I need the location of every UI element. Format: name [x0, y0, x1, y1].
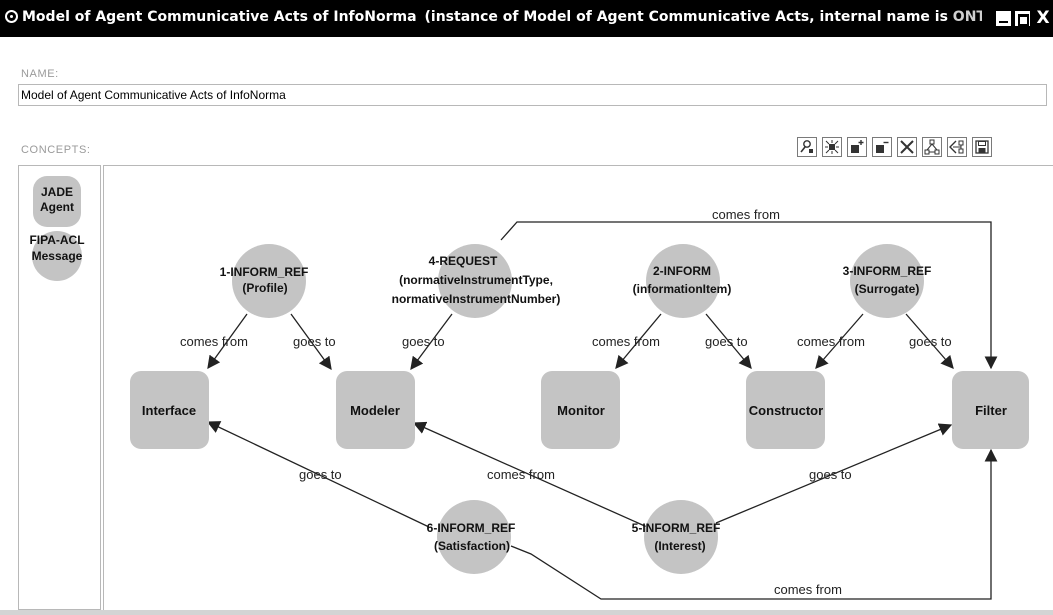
message-6-label-2: (Satisfaction) — [434, 539, 510, 553]
save-icon — [975, 140, 989, 154]
message-1-label-1: 1-INFORM_REF — [220, 265, 309, 279]
save-button[interactable] — [972, 137, 992, 157]
connector-icon — [949, 140, 964, 154]
edge-msg2-to-monitor — [615, 313, 662, 369]
message-1-node[interactable] — [232, 244, 306, 318]
maximize-button[interactable] — [1015, 11, 1030, 26]
edge-label-msg4-comes-from: comes from — [712, 207, 780, 222]
edge-msg3-to-constructor — [815, 313, 864, 369]
name-field[interactable] — [18, 84, 1047, 106]
edge-label-msg1-goes-to: goes to — [293, 334, 336, 349]
message-3-label-2: (Surrogate) — [855, 282, 920, 296]
edge-label-msg4-goes-to: goes to — [402, 334, 445, 349]
graph-layout-icon — [924, 139, 940, 155]
edge-msg1-to-modeler — [290, 313, 332, 371]
concept-fipa-acl-label-2: Message — [32, 249, 83, 263]
agent-constructor-label: Constructor — [749, 403, 823, 418]
edge-msg5-to-filter — [715, 423, 953, 524]
message-4-node[interactable] — [438, 244, 512, 318]
edge-msg4-to-modeler — [410, 313, 453, 371]
window-title-subtitle-tail: ONTORMAS... — [952, 9, 982, 25]
search-node-button[interactable] — [797, 137, 817, 157]
delete-icon — [900, 140, 914, 154]
concept-jade-agent-label-1: JADE — [41, 185, 73, 199]
agent-monitor-node[interactable] — [541, 371, 620, 449]
edge-label-msg2-comes-from: comes from — [592, 334, 660, 349]
diagram-svg: Interface Modeler Monitor Constructor Fi… — [130, 207, 1029, 600]
edge-label-msg3-goes-to: goes to — [909, 334, 952, 349]
concepts-label: CONCEPTS: — [21, 144, 91, 156]
edge-label-msg1-comes-from: comes from — [180, 334, 248, 349]
concept-fipa-acl-shape[interactable] — [32, 231, 82, 281]
edge-msg3-to-filter — [905, 313, 954, 369]
edge-label-msg5-goes-to: goes to — [809, 467, 852, 482]
message-6-node[interactable] — [437, 500, 511, 574]
message-3-label-1: 3-INFORM_REF — [843, 264, 932, 278]
edge-msg2-to-constructor — [705, 313, 752, 369]
graph-layout-button[interactable] — [922, 137, 942, 157]
agent-monitor-label: Monitor — [557, 403, 605, 418]
layout-button[interactable] — [822, 137, 842, 157]
window-menu-icon[interactable] — [5, 10, 18, 23]
message-4-label-1: 4-REQUEST — [429, 254, 498, 268]
message-1-label-2: (Profile) — [242, 281, 287, 295]
layout-icon — [825, 140, 839, 154]
connector-button[interactable] — [947, 137, 967, 157]
diagram-canvas[interactable]: Interface Modeler Monitor Constructor Fi… — [103, 165, 1053, 610]
message-4-label-2: (normativeInstrumentType, — [399, 273, 553, 287]
message-2-label-1: 2-INFORM — [653, 264, 711, 278]
title-bar: Model of Agent Communicative Acts of Inf… — [0, 0, 1053, 37]
message-5-label-2: (Interest) — [654, 539, 705, 553]
window-title: Model of Agent Communicative Acts of Inf… — [22, 9, 982, 25]
delete-button[interactable] — [897, 137, 917, 157]
agent-interface-node[interactable] — [130, 371, 209, 449]
message-2-node[interactable] — [646, 244, 720, 318]
search-node-icon — [800, 140, 813, 153]
message-5-label-1: 5-INFORM_REF — [632, 521, 721, 535]
concept-jade-agent-shape[interactable] — [33, 176, 81, 227]
message-3-node[interactable] — [850, 244, 924, 318]
edge-label-msg6-comes-from: comes from — [774, 582, 842, 597]
add-node-icon — [851, 140, 864, 153]
agent-modeler-label: Modeler — [350, 403, 400, 418]
message-2-label-2: (informationItem) — [633, 282, 732, 296]
concept-jade-agent-label-2: Agent — [40, 200, 74, 214]
agent-modeler-node[interactable] — [336, 371, 415, 449]
window-title-main: Model of Agent Communicative Acts of Inf… — [22, 9, 417, 25]
edge-label-msg3-comes-from: comes from — [797, 334, 865, 349]
minimize-button[interactable] — [996, 11, 1011, 26]
concept-fipa-acl-label-1: FIPA-ACL — [29, 233, 84, 247]
edge-msg1-to-interface — [207, 313, 248, 370]
edge-label-msg5-comes-from: comes from — [487, 467, 555, 482]
concepts-list-svg: JADE Agent FIPA-ACL Message — [29, 176, 85, 281]
close-button[interactable]: X — [1034, 10, 1052, 27]
agent-filter-node[interactable] — [952, 371, 1029, 449]
add-node-button[interactable] — [847, 137, 867, 157]
message-4-label-3: normativeInstrumentNumber) — [392, 292, 561, 306]
window-title-subtitle: (instance of Model of Agent Communicativ… — [424, 9, 953, 25]
edge-msg4-to-filter — [500, 221, 998, 370]
edge-msg6-to-filter — [510, 448, 998, 600]
concepts-list: JADE Agent FIPA-ACL Message — [18, 165, 101, 610]
edge-msg6-to-interface — [206, 421, 430, 528]
agent-constructor-node[interactable] — [746, 371, 825, 449]
message-5-node[interactable] — [644, 500, 718, 574]
name-label: NAME: — [21, 68, 59, 80]
edge-label-msg2-goes-to: goes to — [705, 334, 748, 349]
message-6-label-1: 6-INFORM_REF — [427, 521, 516, 535]
remove-node-icon — [876, 141, 889, 153]
agent-filter-label: Filter — [975, 403, 1007, 418]
edge-msg5-to-modeler — [412, 421, 648, 528]
remove-node-button[interactable] — [872, 137, 892, 157]
edge-label-msg6-goes-to: goes to — [299, 467, 342, 482]
agent-interface-label: Interface — [142, 403, 196, 418]
